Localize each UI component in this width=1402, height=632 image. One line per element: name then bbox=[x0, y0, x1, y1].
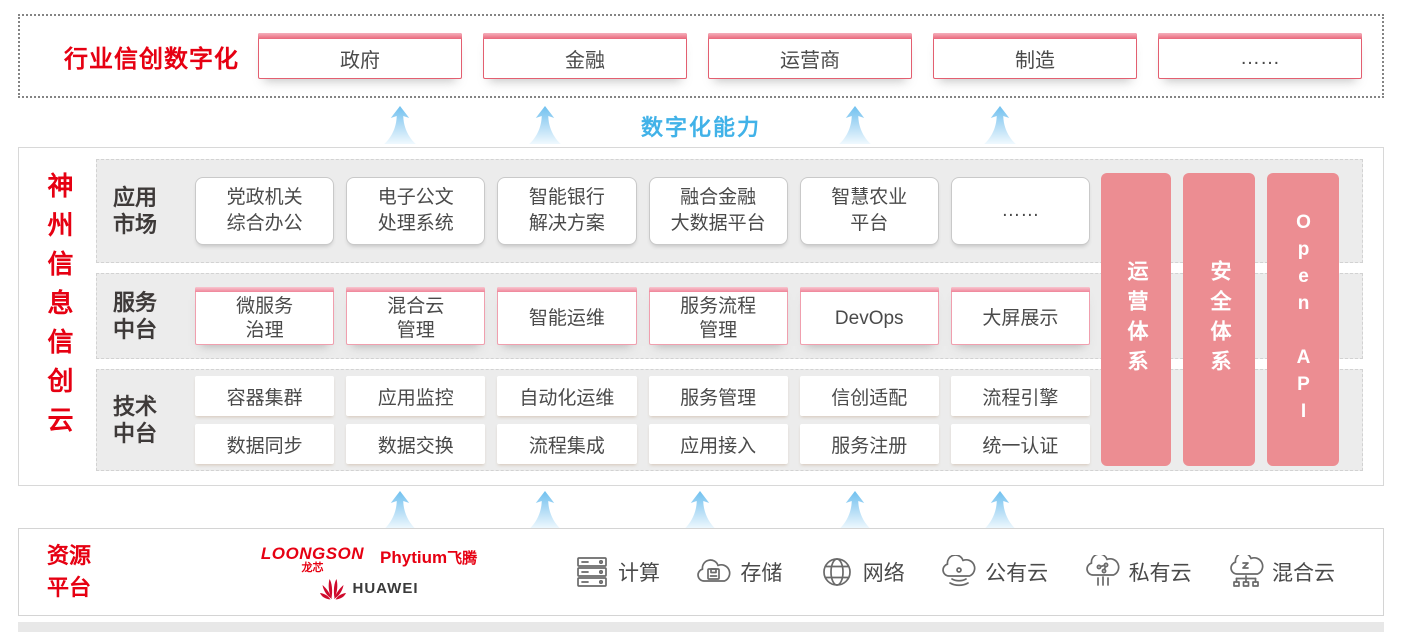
tech-box: 数据交换 bbox=[346, 424, 486, 464]
pillar-open-api: Open API bbox=[1267, 173, 1339, 466]
cloud-platform-panel: 神州信息信创云 应用 市场 党政机关 综合办公 电子公文 处理系统 智能银行 解… bbox=[18, 147, 1384, 486]
resource-item-list: 计算 存储 网络 bbox=[573, 555, 1383, 589]
phytium-logo: Phytium 飞腾 bbox=[380, 547, 478, 567]
industry-box-manufacturing: 制造 bbox=[933, 33, 1137, 79]
industry-band: 行业信创数字化 政府 金融 运营商 制造 …… bbox=[18, 14, 1384, 98]
app-box: 电子公文 处理系统 bbox=[346, 177, 486, 245]
resource-platform-panel: 资源 平台 LOONGSON 龙芯 Phytium 飞腾 bbox=[18, 528, 1384, 616]
row-label-tech-platform: 技术 中台 bbox=[113, 393, 158, 447]
digital-capability-caption: 数字化能力 bbox=[640, 115, 761, 140]
huawei-flower-icon bbox=[319, 578, 346, 599]
service-box: 混合云 管理 bbox=[346, 287, 486, 345]
app-box: 智能银行 解决方案 bbox=[497, 177, 637, 245]
resource-platform-title: 资源 平台 bbox=[47, 543, 92, 600]
industry-box-more: …… bbox=[1158, 33, 1362, 79]
huawei-logo: HUAWEI bbox=[319, 578, 419, 600]
industry-band-title: 行业信创数字化 bbox=[64, 45, 239, 73]
storage-icon bbox=[697, 559, 731, 582]
pillar-operation-system: 运营体系 bbox=[1101, 173, 1171, 466]
platform-rows: 应用 市场 党政机关 综合办公 电子公文 处理系统 智能银行 解决方案 融合金融… bbox=[96, 159, 1363, 481]
bottom-divider-strip bbox=[18, 622, 1384, 632]
arrow-up-icon bbox=[529, 106, 561, 144]
vendor-logos: LOONGSON 龙芯 Phytium 飞腾 bbox=[229, 545, 509, 600]
tech-box: 服务管理 bbox=[648, 376, 788, 416]
industry-box-government: 政府 bbox=[258, 33, 462, 79]
service-box: 微服务 治理 bbox=[195, 287, 335, 345]
tech-box: 统一认证 bbox=[950, 424, 1090, 464]
tech-box: 服务注册 bbox=[799, 424, 939, 464]
arrow-up-icon bbox=[839, 491, 871, 529]
arrow-up-icon bbox=[984, 106, 1016, 144]
network-icon bbox=[822, 558, 851, 586]
resource-item-network: 网络 bbox=[818, 555, 905, 589]
arrow-up-icon bbox=[384, 106, 416, 144]
app-box-more: …… bbox=[950, 177, 1090, 245]
arrow-up-icon bbox=[984, 491, 1016, 529]
tech-platform-items: 容器集群 应用监控 自动化运维 服务管理 信创适配 流程引擎 数据同步 数据交换… bbox=[195, 376, 1090, 464]
resource-item-storage: 存储 bbox=[695, 555, 782, 589]
industry-box-operator: 运营商 bbox=[708, 33, 912, 79]
hybrid-cloud-icon bbox=[1230, 555, 1264, 587]
resource-item-private-cloud: 私有云 bbox=[1084, 555, 1192, 589]
tech-box: 容器集群 bbox=[195, 376, 335, 416]
arrow-up-icon bbox=[384, 491, 416, 529]
resource-item-hybrid-cloud: 混合云 bbox=[1227, 555, 1335, 589]
tech-box: 应用监控 bbox=[346, 376, 486, 416]
service-platform-items: 微服务 治理 混合云 管理 智能运维 服务流程 管理 DevOps 大屏展示 bbox=[195, 287, 1091, 345]
app-box: 智慧农业 平台 bbox=[799, 177, 939, 245]
arrow-up-icon bbox=[839, 106, 871, 144]
service-box: 大屏展示 bbox=[950, 287, 1091, 345]
platform-vertical-title: 神州信息信创云 bbox=[44, 172, 74, 445]
tech-box: 流程引擎 bbox=[950, 376, 1090, 416]
row-label-service-platform: 服务 中台 bbox=[113, 289, 158, 343]
industry-box-list: 政府 金融 运营商 制造 …… bbox=[258, 33, 1382, 79]
service-box: 服务流程 管理 bbox=[648, 287, 788, 345]
app-box: 融合金融 大数据平台 bbox=[648, 177, 788, 245]
resource-item-compute: 计算 bbox=[573, 555, 660, 589]
loongson-logo: LOONGSON 龙芯 bbox=[260, 543, 365, 574]
tech-box: 信创适配 bbox=[799, 376, 939, 416]
tech-box: 自动化运维 bbox=[497, 376, 637, 416]
arrow-up-icon bbox=[684, 491, 716, 529]
tech-box: 流程集成 bbox=[497, 424, 637, 464]
app-market-row: 应用 市场 党政机关 综合办公 电子公文 处理系统 智能银行 解决方案 融合金融… bbox=[96, 159, 1363, 263]
tech-box: 应用接入 bbox=[648, 424, 788, 464]
tech-box: 数据同步 bbox=[195, 424, 335, 464]
private-cloud-icon bbox=[1085, 555, 1120, 586]
service-box: 智能运维 bbox=[497, 287, 637, 345]
service-platform-row: 服务 中台 微服务 治理 混合云 管理 智能运维 服务流程 管理 DevOps … bbox=[96, 273, 1363, 359]
app-box: 党政机关 综合办公 bbox=[195, 177, 335, 245]
arrow-up-icon bbox=[529, 491, 561, 529]
industry-box-finance: 金融 bbox=[483, 33, 687, 79]
pillar-security-system: 安全体系 bbox=[1183, 173, 1255, 466]
tech-platform-row: 技术 中台 容器集群 应用监控 自动化运维 服务管理 信创适配 流程引擎 数据同… bbox=[96, 369, 1363, 471]
app-market-items: 党政机关 综合办公 电子公文 处理系统 智能银行 解决方案 融合金融 大数据平台… bbox=[195, 177, 1090, 245]
resource-item-public-cloud: 公有云 bbox=[940, 555, 1048, 589]
row-label-app-market: 应用 市场 bbox=[113, 184, 158, 238]
public-cloud-icon bbox=[942, 555, 976, 587]
compute-icon bbox=[577, 557, 607, 587]
service-box: DevOps bbox=[799, 287, 940, 345]
